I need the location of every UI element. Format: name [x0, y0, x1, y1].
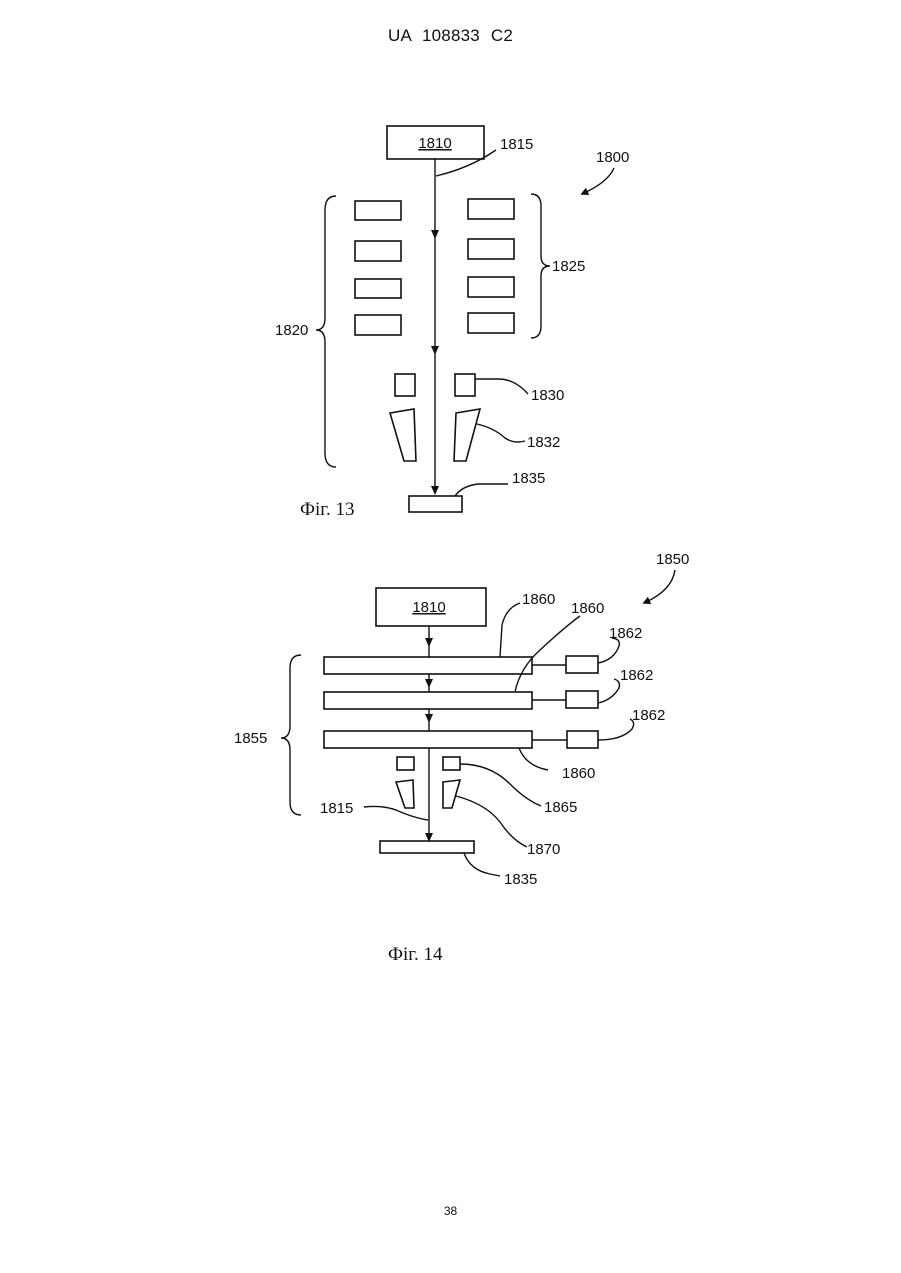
fig13-square-leader [475, 379, 528, 394]
fig14-square-left [397, 757, 414, 770]
fig14-driver-label-3: 1862 [632, 707, 665, 724]
fig14-target-leader [464, 853, 500, 876]
fig13-square-right [455, 374, 475, 396]
fig14-driver-label-1: 1862 [609, 625, 642, 642]
fig13-outer-brace [316, 196, 336, 467]
fig13-caption: Фіг. 13 [300, 499, 354, 520]
fig13-left-box-3 [355, 279, 401, 298]
fig13-trapezoid-right [454, 409, 480, 461]
fig13-beam-label: 1815 [500, 136, 533, 153]
fig13-trapezoid-left [390, 409, 416, 461]
fig14-square-right [443, 757, 460, 770]
fig14-driver-leader-3 [598, 719, 634, 740]
fig13-arrow-1 [431, 230, 439, 239]
fig14-source-label: 1810 [412, 599, 445, 616]
fig13-left-box-2 [355, 241, 401, 261]
fig14-driver-2 [566, 691, 598, 708]
fig14-driver-leader-2 [598, 679, 619, 703]
fig13-target [409, 496, 462, 512]
fig14-plate-1 [324, 657, 532, 674]
fig14-plate-label-2: 1860 [571, 600, 604, 617]
fig13-square-label: 1830 [531, 387, 564, 404]
fig14-plate-leader-2 [515, 616, 580, 692]
fig14-beam-label: 1815 [320, 800, 353, 817]
fig14-trapezoid-right [443, 780, 460, 808]
figure-13: 1810 1815 1800 1825 1820 1830 [275, 126, 629, 520]
fig13-right-box-3 [468, 277, 514, 297]
fig13-system-label: 1800 [596, 149, 629, 166]
fig13-right-box-4 [468, 313, 514, 333]
fig14-group-label: 1855 [234, 730, 267, 747]
fig14-plate-3 [324, 731, 532, 748]
fig13-system-arrow [584, 168, 614, 193]
fig14-plate-leader-3 [519, 748, 548, 770]
fig14-plate-label-3: 1860 [562, 765, 595, 782]
fig14-square-leader [460, 764, 541, 806]
fig14-arrow-1 [425, 638, 433, 647]
fig14-arrow-3 [425, 714, 433, 723]
fig14-plate-label-1: 1860 [522, 591, 555, 608]
fig13-right-box-1 [468, 199, 514, 219]
fig13-left-box-1 [355, 201, 401, 220]
fig13-outer-group-label: 1820 [275, 322, 308, 339]
fig14-trapezoid-left [396, 780, 414, 808]
fig13-arrow-3 [431, 486, 439, 495]
fig14-plate-2 [324, 692, 532, 709]
fig13-source-label: 1810 [418, 135, 451, 152]
fig13-arrow-2 [431, 346, 439, 355]
fig14-driver-label-2: 1862 [620, 667, 653, 684]
fig13-target-leader [455, 484, 508, 496]
fig13-right-box-2 [468, 239, 514, 259]
fig13-inner-brace [531, 194, 550, 338]
fig13-inner-group-label: 1825 [552, 258, 585, 275]
fig14-square-label: 1865 [544, 799, 577, 816]
page-number: 38 [0, 1204, 901, 1218]
fig14-arrow-2 [425, 679, 433, 688]
fig13-trapezoid-leader [477, 424, 525, 442]
fig14-system-label: 1850 [656, 551, 689, 568]
fig14-target-label: 1835 [504, 871, 537, 888]
fig13-left-box-4 [355, 315, 401, 335]
fig14-driver-3 [567, 731, 598, 748]
fig14-beam-leader [364, 806, 428, 820]
fig14-plate-leader-1 [500, 603, 520, 657]
fig13-target-label: 1835 [512, 470, 545, 487]
fig14-caption: Фіг. 14 [388, 944, 443, 965]
fig13-square-left [395, 374, 415, 396]
fig13-trapezoid-label: 1832 [527, 434, 560, 451]
figure-14: 1850 1810 1862 1862 1862 1860 1860 [234, 551, 689, 965]
fig14-system-arrow [646, 570, 675, 602]
fig14-driver-1 [566, 656, 598, 673]
fig14-trapezoid-leader [456, 796, 527, 847]
fig14-trapezoid-label: 1870 [527, 841, 560, 858]
fig14-target [380, 841, 474, 853]
fig14-group-brace [281, 655, 301, 815]
